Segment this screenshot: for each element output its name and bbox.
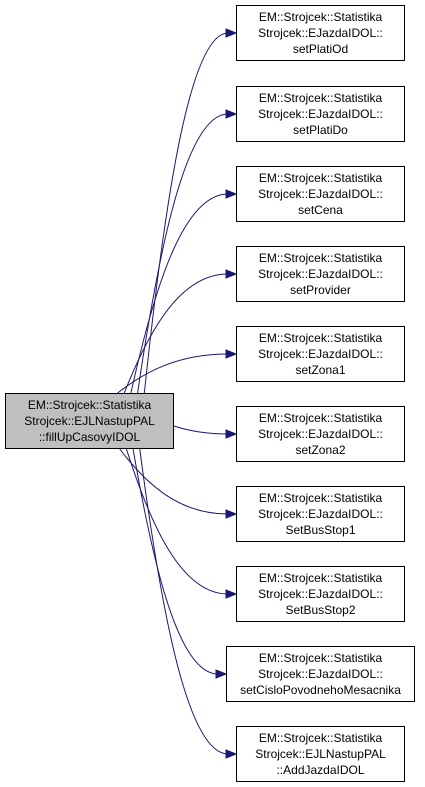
callee-node-setcena[interactable]: EM::Strojcek::Statistika Strojcek::EJazd… [236, 166, 405, 222]
call-edge-arrowhead [225, 509, 238, 519]
callee-label-line-1: EM::Strojcek::Statistika [258, 731, 383, 745]
call-edge-arrowhead [225, 749, 238, 759]
call-edge [137, 113, 229, 394]
root-label-line-3: ::fillUpCasovyIDOL [38, 430, 141, 444]
callee-node-addjazdaidol[interactable]: EM::Strojcek::Statistika Strojcek::EJLNa… [236, 726, 405, 782]
callee-label-line-2: Strojcek::EJazdaIDOL:: [258, 187, 383, 201]
callee-label-line-3: ::AddJazdaIDOL [276, 763, 365, 777]
call-edge [139, 448, 229, 755]
callee-label-line-2: Strojcek::EJazdaIDOL:: [258, 507, 383, 521]
callee-label-line-3: setCisloPovodnehoMesacnika [240, 683, 401, 697]
call-edge [125, 448, 229, 595]
callee-node-setplatido[interactable]: EM::Strojcek::Statistika Strojcek::EJazd… [236, 86, 405, 142]
call-edge [173, 425, 229, 435]
root-label-line-2: Strojcek::EJLNastupPAL [24, 414, 155, 428]
callee-label-line-1: EM::Strojcek::Statistika [258, 331, 383, 345]
callee-node-setzona2[interactable]: EM::Strojcek::Statistika Strojcek::EJazd… [236, 406, 405, 462]
callee-node-setcislopovodnehomesacnika[interactable]: EM::Strojcek::Statistika Strojcek::EJazd… [226, 646, 415, 702]
callee-label-line-2: Strojcek::EJazdaIDOL:: [258, 667, 383, 681]
call-edge-arrowhead [225, 429, 238, 439]
call-edge-arrowhead [225, 349, 238, 359]
callee-node-setzona1[interactable]: EM::Strojcek::Statistika Strojcek::EJazd… [236, 326, 405, 382]
callee-label-line-3: setPlatiDo [293, 123, 348, 137]
callee-label-line-1: EM::Strojcek::Statistika [258, 651, 383, 665]
call-edge [132, 448, 219, 675]
callee-label-line-3: setProvider [290, 283, 351, 297]
callee-label-line-1: EM::Strojcek::Statistika [258, 10, 383, 24]
call-edge-arrowhead [225, 189, 238, 199]
callee-label-line-1: EM::Strojcek::Statistika [258, 91, 383, 105]
call-edge [130, 193, 229, 394]
callee-label-line-2: Strojcek::EJazdaIDOL:: [258, 107, 383, 121]
callee-label-line-1: EM::Strojcek::Statistika [258, 571, 383, 585]
callee-node-setbusstop1[interactable]: EM::Strojcek::Statistika Strojcek::EJazd… [236, 486, 405, 542]
callee-label-line-3: SetBusStop1 [285, 523, 356, 537]
call-edge-arrowhead [225, 589, 238, 599]
callee-node-setplatiod[interactable]: EM::Strojcek::Statistika Strojcek::EJazd… [236, 5, 405, 61]
callee-label-line-1: EM::Strojcek::Statistika [258, 171, 383, 185]
call-edge-arrowhead [225, 28, 238, 38]
root-node-fillupcasovyidol: EM::Strojcek::Statistika Strojcek::EJLNa… [5, 393, 174, 449]
callee-label-line-1: EM::Strojcek::Statistika [258, 411, 383, 425]
callee-node-setprovider[interactable]: EM::Strojcek::Statistika Strojcek::EJazd… [236, 246, 405, 302]
callee-label-line-2: Strojcek::EJazdaIDOL:: [258, 347, 383, 361]
root-label-line-1: EM::Strojcek::Statistika [27, 398, 152, 412]
callee-node-setbusstop2[interactable]: EM::Strojcek::Statistika Strojcek::EJazd… [236, 566, 405, 622]
callee-label-line-3: setZona1 [295, 363, 346, 377]
callee-label-line-2: Strojcek::EJLNastupPAL [255, 747, 386, 761]
callee-label-line-3: setCena [298, 203, 343, 217]
callee-label-line-2: Strojcek::EJazdaIDOL:: [258, 267, 383, 281]
callee-label-line-1: EM::Strojcek::Statistika [258, 491, 383, 505]
callee-label-line-2: Strojcek::EJazdaIDOL:: [258, 587, 383, 601]
call-edge-arrowhead [215, 669, 228, 679]
callee-label-line-2: Strojcek::EJazdaIDOL:: [258, 26, 383, 40]
call-edge [143, 32, 229, 394]
callee-label-line-3: setZona2 [295, 443, 346, 457]
callee-label-line-3: SetBusStop2 [285, 603, 356, 617]
call-edge [119, 448, 229, 515]
callee-label-line-3: setPlatiOd [292, 42, 349, 56]
callee-label-line-2: Strojcek::EJazdaIDOL:: [258, 427, 383, 441]
call-edge [123, 273, 229, 394]
call-edge-arrowhead [225, 109, 238, 119]
callee-label-line-1: EM::Strojcek::Statistika [258, 251, 383, 265]
call-edge-arrowhead [225, 269, 238, 279]
call-edge [117, 353, 229, 394]
